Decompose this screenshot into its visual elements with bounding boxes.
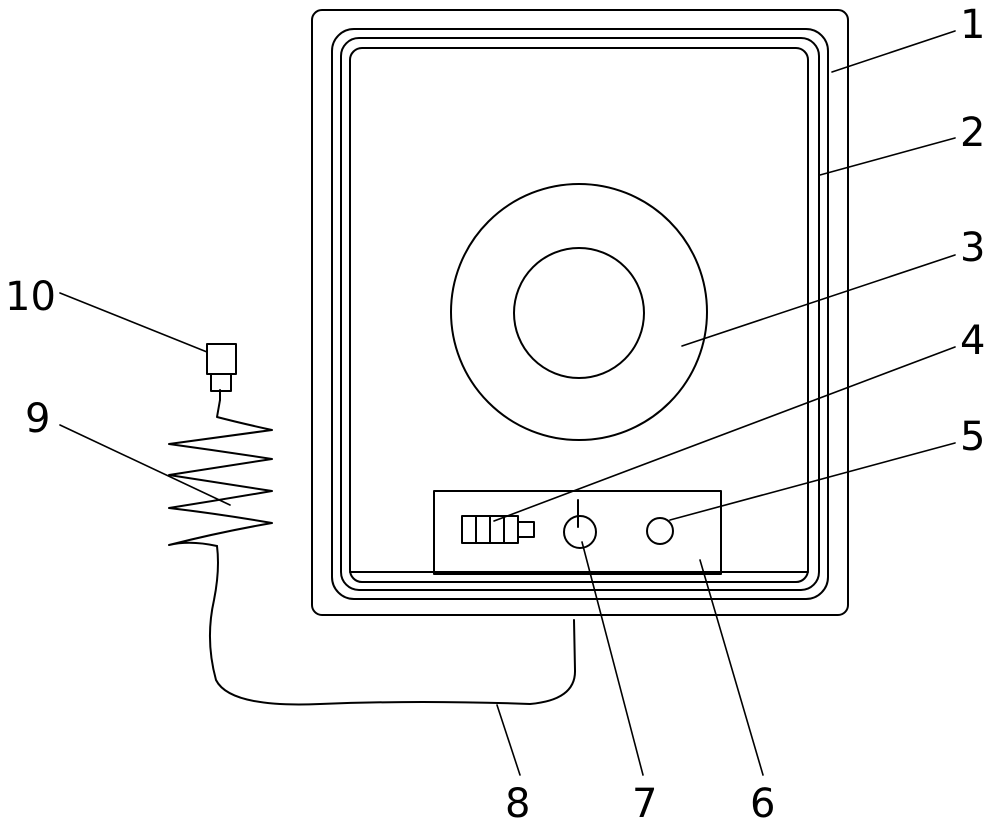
indicator-light bbox=[647, 518, 673, 544]
outer-housing bbox=[312, 10, 848, 615]
plug-head bbox=[207, 344, 236, 374]
seal-ring-middle bbox=[341, 38, 819, 590]
leader-line-7 bbox=[582, 542, 643, 775]
battery-terminal bbox=[518, 522, 534, 537]
coil-outer-circle bbox=[451, 184, 707, 440]
seal-ring-outer bbox=[332, 29, 828, 599]
leader-line-10 bbox=[60, 293, 207, 352]
coil-inner-circle bbox=[514, 248, 644, 378]
plug-neck bbox=[211, 374, 231, 391]
leader-line-2 bbox=[820, 138, 955, 175]
leader-line-1 bbox=[832, 31, 955, 72]
label-3: 3 bbox=[960, 225, 985, 271]
label-6: 6 bbox=[750, 781, 775, 827]
leader-line-9 bbox=[60, 425, 230, 505]
label-8: 8 bbox=[505, 781, 530, 827]
label-9: 9 bbox=[25, 396, 50, 442]
label-4: 4 bbox=[960, 318, 985, 364]
leader-line-5 bbox=[670, 443, 955, 520]
label-2: 2 bbox=[960, 110, 985, 156]
coiled-cable bbox=[169, 400, 272, 546]
leader-line-6 bbox=[700, 560, 763, 775]
leader-line-8 bbox=[497, 705, 520, 775]
label-10: 10 bbox=[5, 274, 56, 320]
power-cable bbox=[210, 546, 575, 705]
leader-line-4 bbox=[494, 347, 955, 521]
label-5: 5 bbox=[960, 414, 985, 460]
power-switch bbox=[564, 516, 596, 548]
label-1: 1 bbox=[960, 2, 985, 48]
label-7: 7 bbox=[632, 781, 657, 827]
